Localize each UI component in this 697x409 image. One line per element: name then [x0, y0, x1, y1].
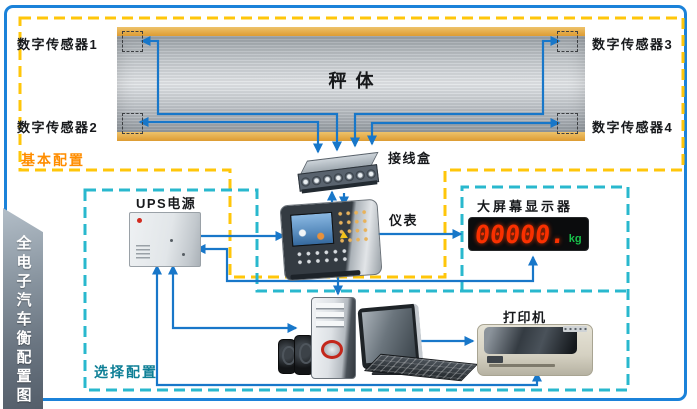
display-digits: 00000.	[473, 219, 568, 249]
tower-drive-bays	[316, 303, 344, 329]
indicator-screen	[290, 211, 335, 247]
computer-image	[270, 285, 482, 382]
sensor3-label: 数字传感器3	[592, 37, 674, 52]
sensor2-label: 数字传感器2	[17, 120, 99, 135]
wire-ups-computer	[167, 264, 298, 334]
computer-keyboard	[363, 353, 479, 382]
large-display: 00000. kg	[468, 217, 589, 251]
ups-screw	[182, 253, 185, 256]
page-title: 全电子汽车衡配置图	[14, 235, 32, 406]
wire-sensor2-junction	[138, 116, 324, 154]
junction-box-label: 接线盒	[388, 151, 432, 166]
printer-control-panel	[563, 326, 587, 332]
printer-image	[477, 324, 593, 376]
ups-power-led	[137, 218, 142, 223]
ups-image	[129, 212, 201, 267]
basic-config-label: 基本配置	[21, 152, 85, 168]
optional-config-outline	[83, 185, 630, 392]
outer-border	[4, 5, 687, 401]
tower-badge	[321, 340, 343, 359]
sensor1-label: 数字传感器1	[17, 37, 99, 52]
optional-config-label: 选择配置	[94, 364, 158, 380]
wire-ups-printer	[151, 264, 543, 387]
wire-sensor1-junction	[140, 35, 343, 152]
wire-sensor3-junction	[349, 35, 561, 148]
sensor-box-4	[557, 113, 578, 134]
wire-sensor4-junction	[366, 117, 561, 146]
sensor-box-1	[122, 31, 143, 52]
printer-buttons	[487, 356, 503, 363]
sensor-box-2	[122, 113, 143, 134]
printer-label: 打印机	[503, 310, 547, 325]
computer-tower	[311, 297, 356, 379]
indicator-image	[279, 198, 383, 282]
display-label: 大屏幕显示器	[477, 199, 574, 214]
sensor4-label: 数字传感器4	[592, 120, 674, 135]
sensor-box-3	[557, 31, 578, 52]
display-unit: kg	[568, 233, 582, 245]
ups-vents	[136, 245, 150, 261]
scale-top-edge	[117, 27, 585, 36]
title-banner: 全电子汽车衡配置图	[3, 208, 43, 409]
indicator-label: 仪表	[389, 213, 419, 228]
ups-label: UPS电源	[136, 196, 197, 211]
indicator-keypad	[335, 207, 369, 246]
printer-cover	[484, 327, 577, 354]
ups-screw	[170, 239, 173, 242]
indicator-warning-icon	[339, 230, 348, 239]
printer-paper-slot	[489, 364, 555, 367]
